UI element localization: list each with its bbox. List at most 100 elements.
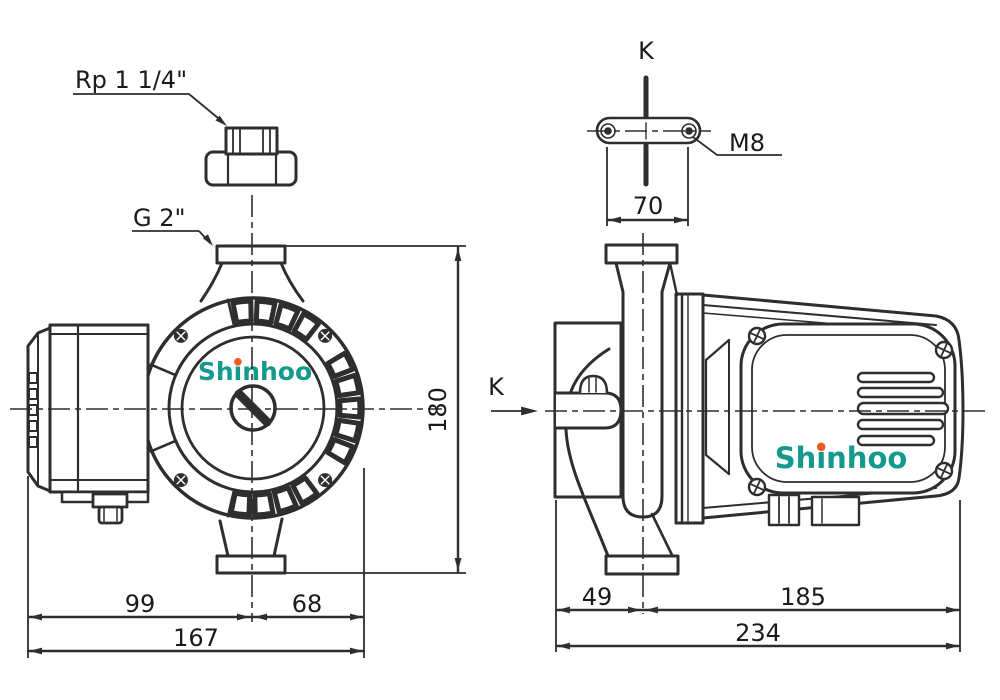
volute-scroll (564, 347, 611, 558)
front-top-port (199, 244, 305, 303)
motor-adapter-flange (674, 292, 705, 525)
drawing-line (215, 244, 287, 265)
drawing-line (668, 261, 679, 297)
ring-tab (253, 298, 278, 326)
shaft-slot (234, 389, 272, 427)
vent-slot (856, 434, 936, 447)
drawing-line (578, 374, 609, 395)
dim-68-text: 68 (292, 590, 323, 618)
drawing-line (180, 335, 326, 481)
cover-screws (747, 326, 954, 497)
dim-side-lengths: 49 185 234 (555, 500, 961, 652)
ring-tab (271, 485, 299, 515)
box-slit (28, 436, 38, 448)
arrowhead-icon (215, 115, 227, 126)
terminal-box (26, 323, 150, 525)
arrowhead-icon (645, 606, 658, 614)
drawing-line (753, 328, 761, 344)
ring-lug-edges (149, 298, 236, 518)
arrowhead-icon (557, 606, 570, 614)
drawing-line (704, 338, 731, 362)
arrowhead-icon (946, 642, 959, 650)
ring-tab (291, 311, 322, 342)
arrowhead-icon (674, 216, 687, 224)
ring-tab (228, 490, 253, 518)
ring-tab (325, 350, 356, 379)
dim-99-text: 99 (125, 590, 156, 618)
arrowhead-icon (946, 606, 959, 614)
drawing-line (167, 322, 339, 494)
dim-49-text: 49 (582, 583, 613, 611)
vent-slot (856, 386, 945, 399)
lug-edge (226, 488, 236, 518)
front-view: Shınhoo Rp 1 1/4" G 2" 180 99 (10, 66, 466, 658)
drawing-line (810, 495, 861, 527)
drawing-line (702, 304, 937, 326)
cable-gland (91, 492, 129, 525)
box-slit (28, 372, 38, 384)
box-slit (28, 388, 38, 400)
k-arrow-label: K (488, 373, 505, 401)
ring-tab (252, 491, 276, 518)
arrowhead-icon (521, 406, 538, 416)
side-view: Shınhoo K 49 185 234 (488, 233, 985, 652)
motor-body: Shınhoo (701, 293, 965, 527)
m8-label: M8 (729, 129, 765, 157)
arrowhead-icon (237, 613, 250, 621)
drawing-line (650, 512, 675, 559)
vent-slot (856, 371, 936, 384)
drawing-line (97, 505, 124, 525)
drawing-line (272, 517, 284, 558)
side-top-flange (604, 243, 679, 265)
union-nut (204, 126, 298, 187)
box-vent-slits (28, 372, 38, 448)
top-port-callout: Rp 1 1/4" (73, 66, 225, 124)
drawing-line (767, 493, 801, 527)
drawing-line (940, 342, 948, 358)
drawing-line (320, 331, 330, 341)
box-slit (28, 404, 38, 416)
arrowhead-icon (29, 613, 42, 621)
g2-label: G 2" (133, 204, 186, 232)
drawing-line (279, 261, 305, 303)
drawing-line (176, 331, 186, 341)
dim-185-text: 185 (780, 583, 826, 611)
drawing-line (320, 475, 330, 485)
arrowhead-icon (202, 234, 213, 246)
arrowhead-icon (454, 558, 462, 571)
drawing-line (176, 475, 186, 485)
ring-tab (333, 417, 362, 444)
motor-foot (767, 493, 861, 527)
dim-234-text: 234 (735, 619, 781, 647)
arrowhead-icon (628, 606, 641, 614)
side-bottom-flange (604, 554, 680, 576)
ring-screws (173, 328, 333, 488)
rp-label: Rp 1 1/4" (75, 66, 187, 94)
arrowhead-icon (557, 642, 570, 650)
drawing-line (224, 126, 279, 156)
logo-i-dot (234, 358, 242, 366)
ring-tab (333, 372, 362, 399)
drawing-line (199, 261, 224, 303)
lug-edge (149, 363, 177, 377)
dim-70-text: 70 (633, 192, 664, 220)
k-view-arrow: K (488, 373, 528, 412)
drawing-line (692, 136, 782, 156)
section-k-title: K (638, 37, 655, 65)
motor-cover (739, 322, 957, 495)
m8-callout: M8 (692, 129, 782, 157)
vent-slot (856, 418, 945, 431)
drawing-line (204, 150, 298, 187)
ring-rib-tabs (228, 298, 363, 518)
lug-edge (226, 298, 236, 328)
drawing-line (91, 492, 129, 509)
pump-front-ring (141, 296, 365, 520)
drawing-line (215, 554, 287, 575)
dim-180-text: 180 (424, 387, 452, 433)
drawing-line (704, 453, 731, 476)
dim-height-180: 180 (286, 245, 466, 574)
ring-tab (325, 437, 356, 466)
drawing-line (674, 292, 705, 525)
arrowhead-icon (254, 613, 267, 621)
